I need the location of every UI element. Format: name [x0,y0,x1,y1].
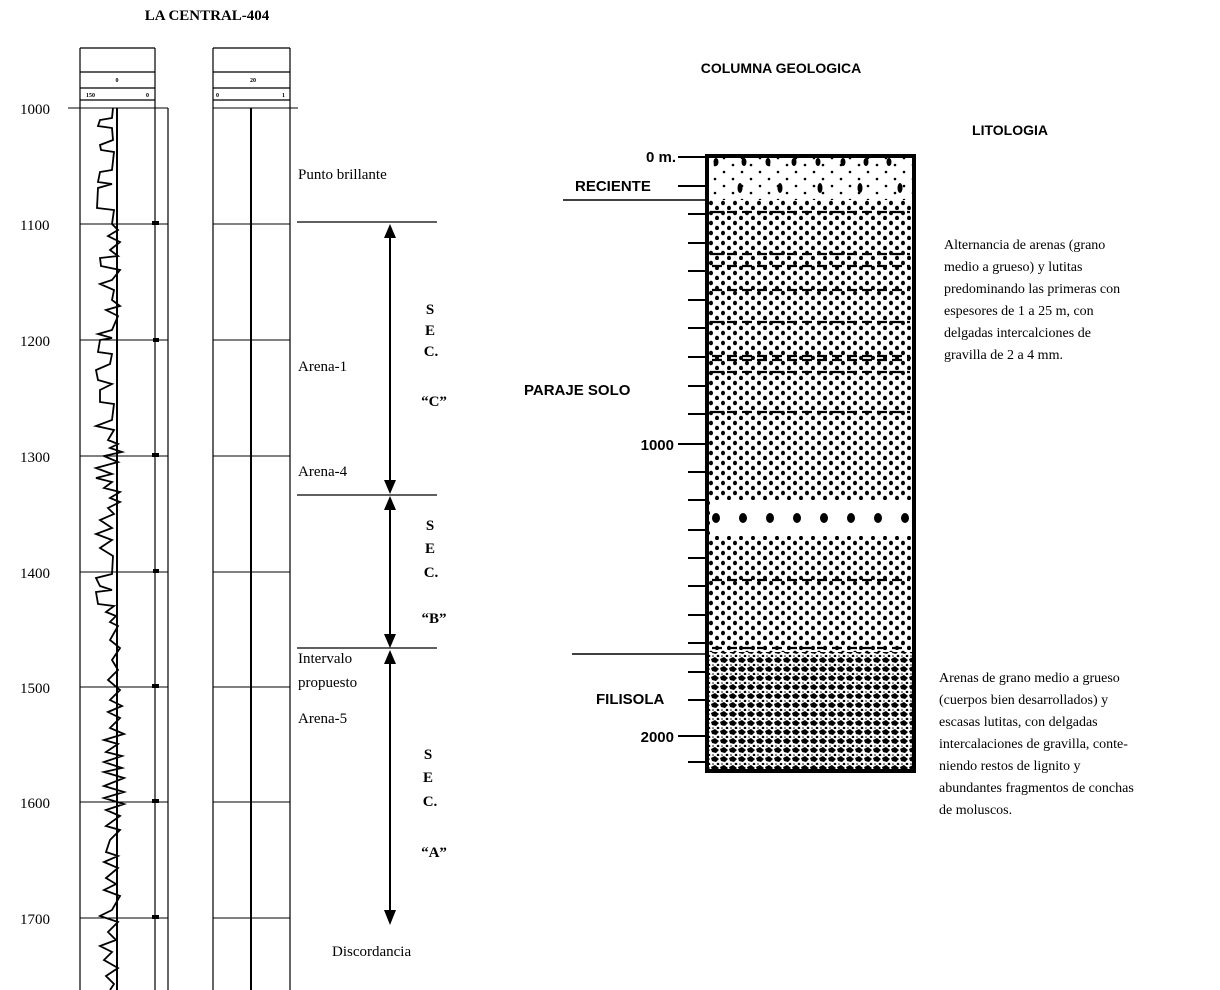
header-label: 0 [146,93,149,99]
header-label: 0 [116,78,119,84]
sequence-arrows [384,224,396,925]
header-label: 20 [250,78,256,84]
depth-label: 1700 [20,912,50,928]
well-title: LA CENTRAL-404 [145,8,270,24]
seq-a-letter: C. [423,794,438,810]
depth-label: 1400 [20,566,50,582]
seq-b-name: “B” [421,611,446,627]
seq-b-letter: S [426,518,434,534]
depth-label: 1100 [20,218,49,234]
description-line: niendo restos de lignito y [939,759,1081,774]
column-depth-1000: 1000 [641,437,674,454]
geologic-column: COLUMNA GEOLOGICA LITOLOGIA [524,60,1134,818]
description-line: abundantes fragmentos de conchas [939,781,1134,796]
track-1-frame [80,48,168,990]
description-line: intercalaciones de gravilla, conte- [939,737,1128,752]
depth-label: 1300 [20,450,50,466]
marker-propuesto: propuesto [298,675,357,691]
depth-label: 1000 [20,102,50,118]
log-markers: Punto brillante Arena-1 Arena-4 Interval… [298,167,411,960]
header-label: 150 [86,93,95,99]
column-depth-top: 0 m. [646,149,676,166]
depth-label: 1200 [20,334,50,350]
marker-arena-5: Arena-5 [298,711,347,727]
description-line: predominando las primeras con [944,282,1120,297]
description-line: medio a grueso) y lutitas [944,260,1082,275]
description-line: (cuerpos bien desarrollados) y [939,693,1108,708]
column-ticks [678,157,707,762]
well-log: LA CENTRAL-404 0 150 0 0 20 1 [20,8,447,990]
seq-a-name: “A” [421,845,447,861]
seq-c-letter: C. [424,344,439,360]
formation-filisola: FILISOLA [596,691,664,708]
description-line: Alternancia de arenas (grano [944,238,1105,253]
track-2-frame [213,48,290,990]
marker-discordancia: Discordancia [332,944,411,960]
depth-label: 1500 [20,681,50,697]
sequence-boundaries [297,222,437,648]
marker-intervalo: Intervalo [298,651,352,667]
sp-log-curve [96,108,124,990]
seq-a-letter: S [424,747,432,763]
marker-arena-4: Arena-4 [298,464,348,480]
seq-c-name: “C” [421,394,447,410]
depth-gridlines [68,108,298,918]
seq-b-letter: E [425,541,435,557]
formation-boundaries [563,200,707,654]
description-lower: Arenas de grano medio a grueso (cuerpos … [939,671,1134,818]
marker-punto-brillante: Punto brillante [298,167,387,183]
lithology-header: LITOLOGIA [972,122,1048,138]
depth-labels: 1000 1100 1200 1300 1400 1500 1600 1700 [20,102,50,928]
description-line: delgadas intercalciones de [944,326,1091,341]
formation-paraje-solo: PARAJE SOLO [524,382,631,399]
seq-c-letter: E [425,323,435,339]
description-line: espesores de 1 a 25 m, con [944,304,1094,319]
description-line: escasas lutitas, con delgadas [939,715,1098,730]
description-upper: Alternancia de arenas (grano medio a gru… [944,238,1120,363]
column-title: COLUMNA GEOLOGICA [701,60,861,76]
header-label: 0 [216,93,219,99]
header-label: 1 [282,93,285,99]
description-line: Arenas de grano medio a grueso [939,671,1120,686]
seq-a-letter: E [423,770,433,786]
column-depth-2000: 2000 [641,729,674,746]
description-line: de moluscos. [939,803,1012,818]
formation-reciente: RECIENTE [575,178,651,195]
sequence-labels: S E C. “C” S E C. “B” S E C. “A” [421,302,447,861]
seq-c-letter: S [426,302,434,318]
depth-label: 1600 [20,796,50,812]
seq-b-letter: C. [424,565,439,581]
description-line: gravilla de 2 a 4 mm. [944,348,1063,363]
lithology-filisola [708,652,913,770]
column-depth-labels: 0 m. 1000 2000 [641,149,676,746]
marker-arena-1: Arena-1 [298,359,347,375]
lithology-reciente [708,157,913,200]
